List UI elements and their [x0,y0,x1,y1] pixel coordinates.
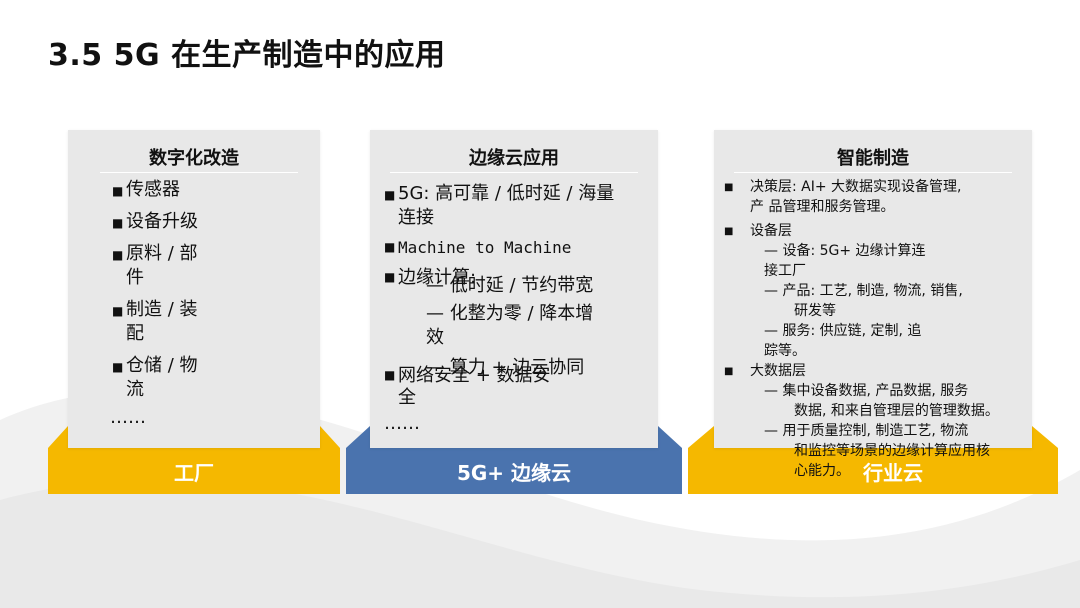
card-factory: 数字化改造 ■ 传感器 ■ 设备升级 ■ 原料 / 部 件 ■ 制造 / 装 配… [48,130,340,494]
list-item: — 用于质量控制, 制造工艺, 物流 [764,423,969,439]
bullet-icon: ■ [384,188,396,202]
list-item: 设备升级 [126,211,198,232]
list-item: — 低时延 / 节约带宽 [426,275,594,296]
bullet-icon: ■ [112,184,124,198]
list-item: — 服务: 供应链, 定制, 追 [764,323,922,339]
card-heading: 边缘云应用 [469,148,559,169]
heading-divider [390,172,638,173]
list-item: 仓储 / 物 [126,355,198,376]
card-base-shape [688,426,1058,494]
card-heading: 数字化改造 [149,148,239,169]
bullet-icon: ■ [112,248,124,262]
list-item: 制造 / 装 [126,299,198,320]
list-item: — 化整为零 / 降本增 [426,303,594,324]
card-edge-cloud: 边缘云应用 ■ 5G: 高可靠 / 低时延 / 海量 连接 ■ Machine … [346,130,682,494]
list-item: 决策层: AI+ 大数据实现设备管理, [750,179,962,195]
list-item: 配 [126,323,144,344]
list-item: 研发等 [794,303,836,319]
ellipsis: …… [384,413,420,434]
list-item: 和监控等场景的边缘计算应用核 [794,443,990,459]
bullet-icon: ■ [112,216,124,230]
list-item: 流 [126,379,144,400]
card-base-label: 工厂 [174,460,214,485]
bullet-icon: ■ [112,360,124,374]
card-panel: 数字化改造 ■ 传感器 ■ 设备升级 ■ 原料 / 部 件 ■ 制造 / 装 配… [68,130,320,448]
card-panel: 智能制造 ■ 决策层: AI+ 大数据实现设备管理, 产 品管理和服务管理。 ■… [714,130,1032,479]
list-item: — 算力 + 边云协同 [426,357,585,378]
list-item: 传感器 [126,179,180,200]
bullet-icon: ■ [384,368,396,382]
slide-title: 3.5 5G 在生产制造中的应用 [48,38,446,73]
list-item: 网络安全 + 数据安 [398,365,551,386]
list-item: 设备层 [750,223,792,239]
list-item: 接工厂 [764,263,806,279]
card-heading: 智能制造 [837,148,909,169]
list-item: 5G: 高可靠 / 低时延 / 海量 [398,183,615,204]
bullet-icon: ■ [724,182,734,193]
bullet-icon: ■ [112,304,124,318]
ellipsis: …… [110,407,146,428]
list-item: 踪等。 [764,343,806,359]
card-base-label: 行业云 [863,460,923,485]
list-item: 边缘计算: [398,267,477,288]
card-base-shape [48,426,340,494]
card-panel: 边缘云应用 ■ 5G: 高可靠 / 低时延 / 海量 连接 ■ Machine … [370,130,658,448]
bullet-icon: ■ [384,240,396,254]
card-base-shape [346,426,682,494]
list-item: 数据, 和来自管理层的管理数据。 [794,403,999,419]
bullet-icon: ■ [724,226,734,237]
card-base-label: 5G+ 边缘云 [456,460,572,485]
bullet-icon: ■ [384,270,396,284]
heading-divider [100,172,298,173]
heading-divider [734,172,1012,173]
list-item: Machine to Machine [398,238,572,257]
list-item: 心能力。 [794,463,850,479]
list-item: 产 品管理和服务管理。 [750,199,895,215]
list-item: 连接 [398,207,434,228]
list-item: 效 [426,327,444,348]
list-item: 大数据层 [750,363,806,379]
list-item: — 集中设备数据, 产品数据, 服务 [764,383,969,399]
list-item: 件 [126,267,144,288]
list-item: 原料 / 部 [126,243,198,264]
list-item: — 产品: 工艺, 制造, 物流, 销售, [764,283,963,299]
bullet-icon: ■ [724,366,734,377]
card-smart-manufacturing: 行业云 智能制造 ■ 决策层: AI+ 大数据实现设备管理, 产 品管理和服务管… [688,130,1058,494]
list-item: 全 [398,387,416,408]
list-item: — 设备: 5G+ 边缘计算连 [764,243,926,259]
